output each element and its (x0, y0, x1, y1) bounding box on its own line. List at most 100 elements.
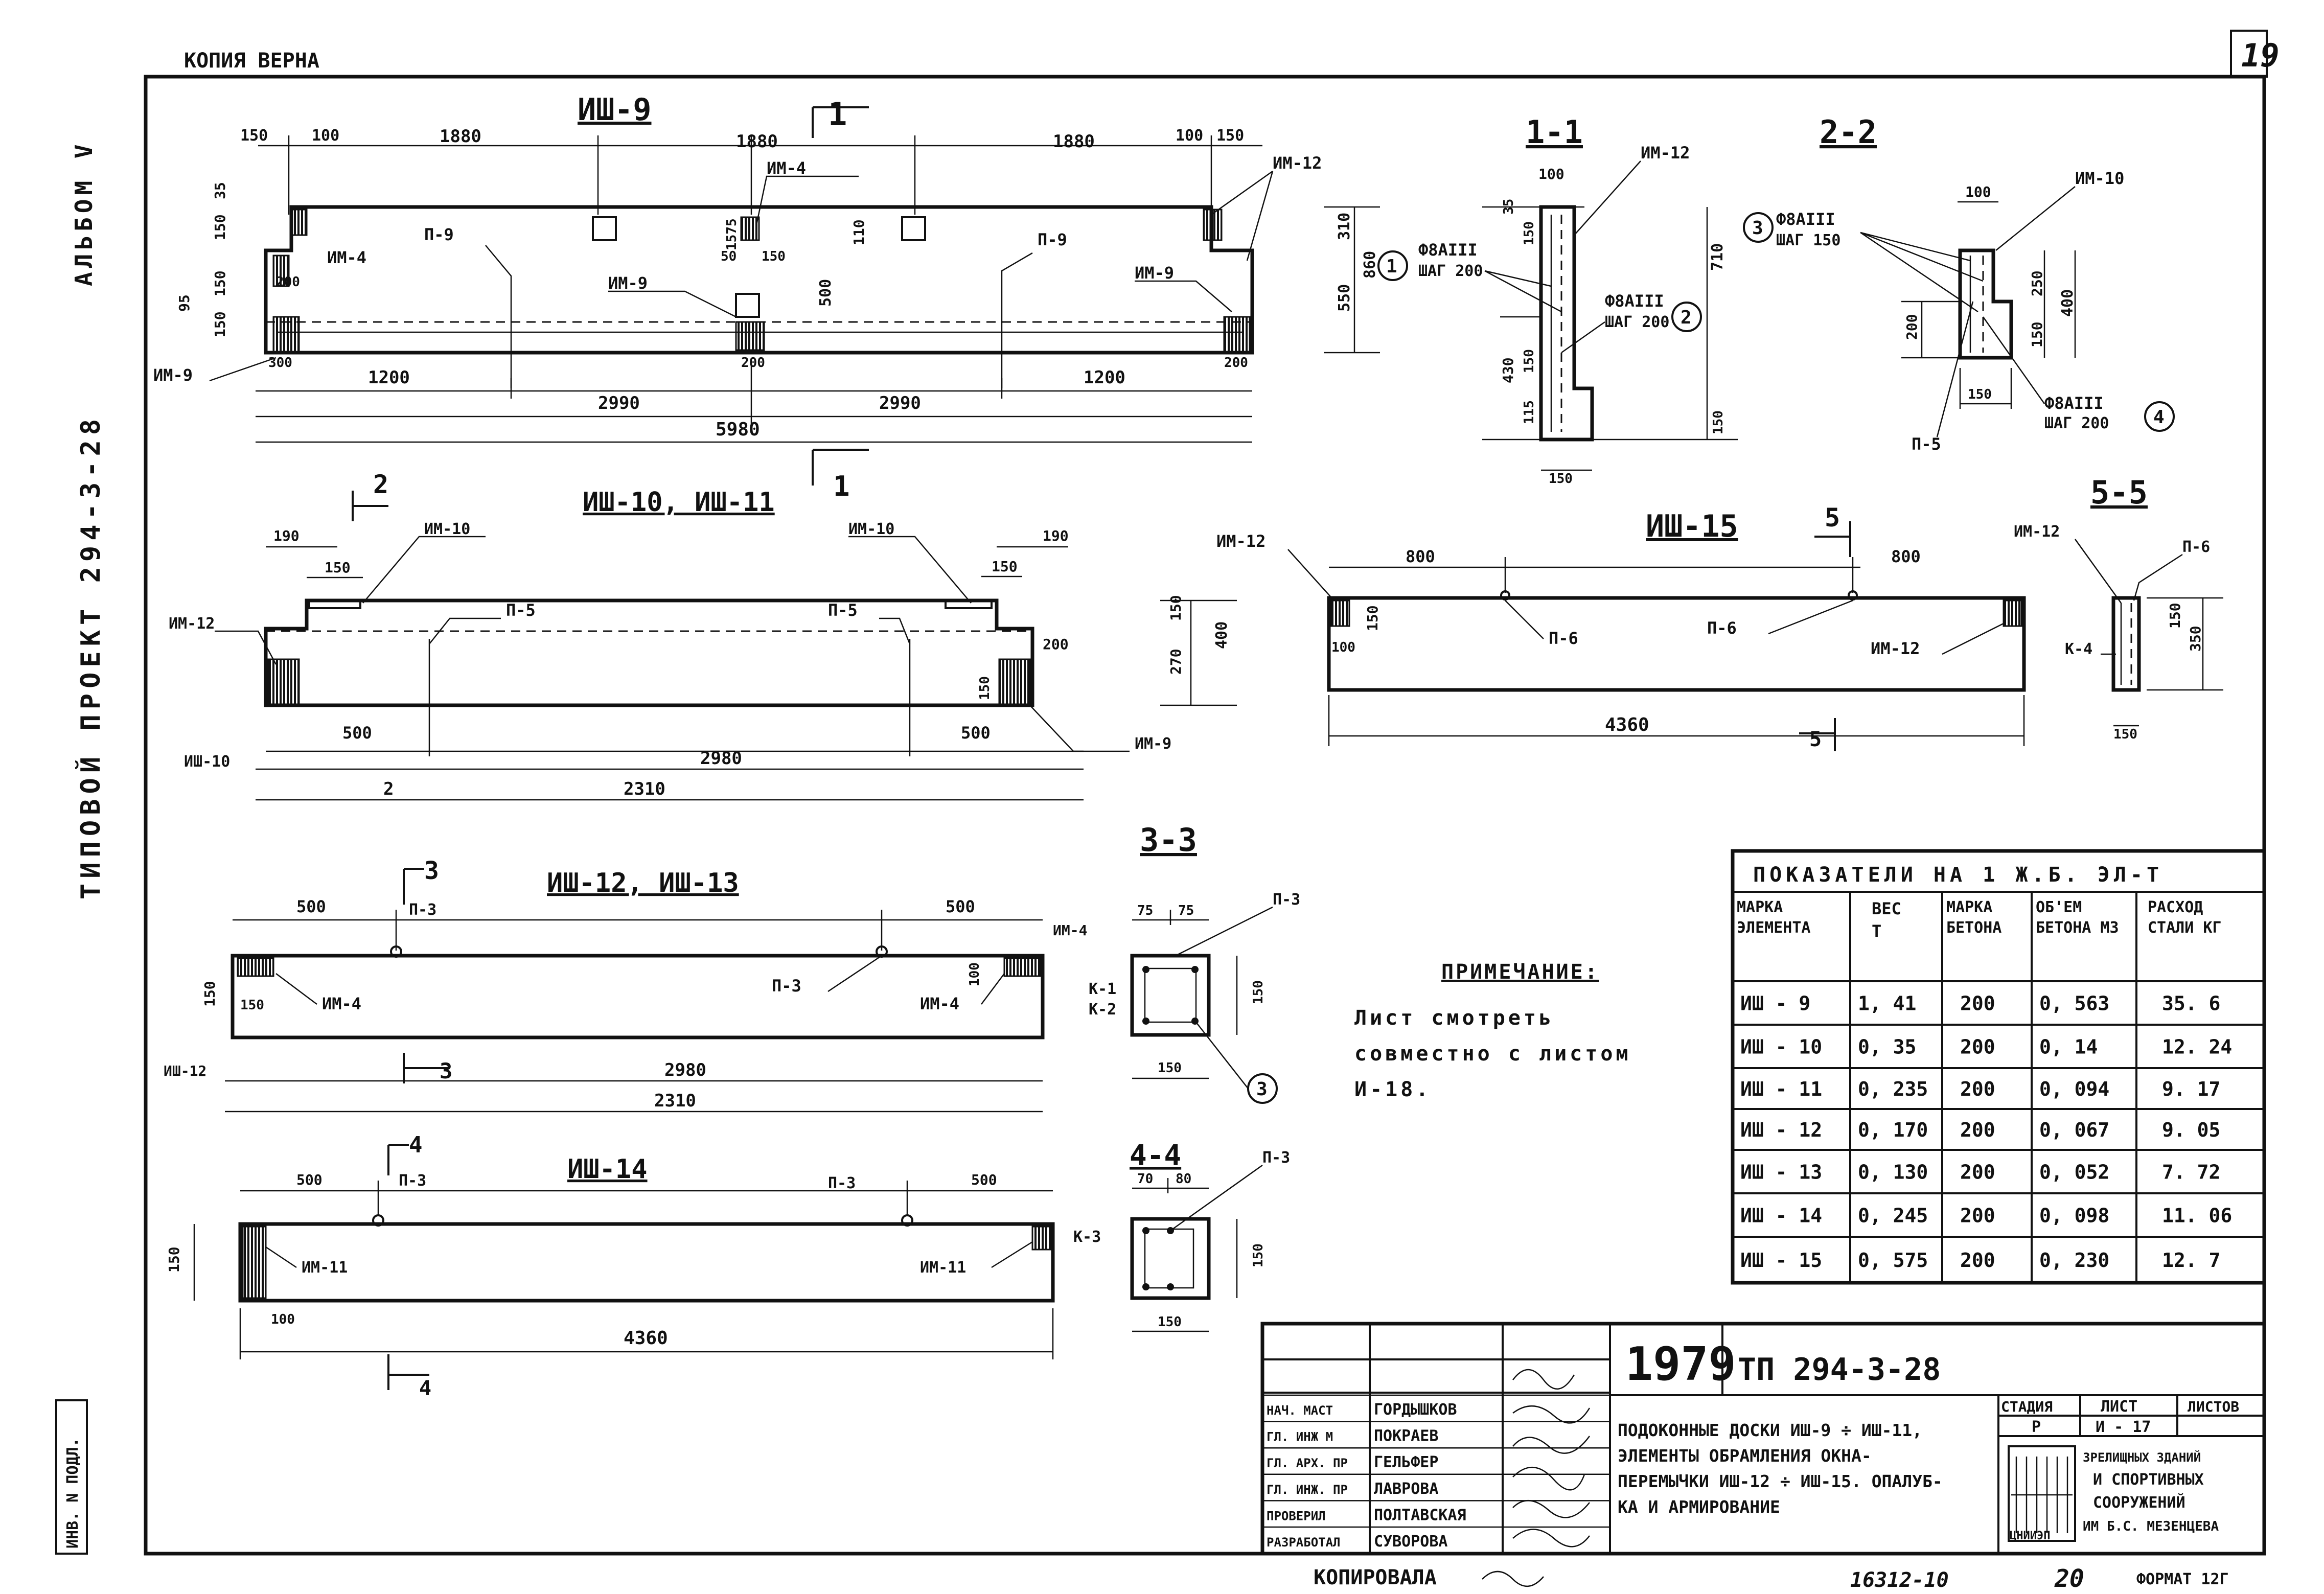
table-cell-grade: 200 (1960, 1078, 1995, 1100)
people-name: ПОЛТАВСКАЯ (1374, 1506, 1466, 1524)
im1011-dim-2310: 2310 (624, 779, 665, 799)
sec22-dim-250: 250 (2029, 270, 2045, 296)
table-cell-mark: ИШ - 10 (1740, 1036, 1822, 1058)
title-sheet-value: И - 17 (2096, 1418, 2151, 1436)
people-role: ГЛ. ИНЖ. ПР (1267, 1483, 1348, 1497)
sec22-label-rebar-a: Ф8АIII (1776, 210, 1835, 229)
im1011-dim-500-l: 500 (342, 723, 372, 743)
inv-box (55, 1399, 88, 1555)
sec22-label-p5: П-5 (1912, 434, 1941, 454)
sec11-dim-35: 35 (1501, 199, 1516, 215)
im9-dim-1200-l: 1200 (368, 367, 410, 388)
table-cell-grade: 200 (1960, 1161, 1995, 1184)
title-org-4: ИМ Б.С. МЕЗЕНЦЕВА (2083, 1519, 2219, 1534)
table-title: ПОКАЗАТЕЛИ НА 1 Ж.Б. ЭЛ-Т (1753, 863, 2163, 887)
title-desc-3: ПЕРЕМЫЧКИ ИШ-12 ÷ ИШ-15. ОПАЛУБ- (1618, 1471, 1943, 1491)
im14-dim-4360: 4360 (624, 1328, 668, 1349)
table-cell-steel: 9. 17 (2162, 1078, 2220, 1100)
im15-dim-150: 150 (1364, 605, 1381, 631)
im15-label-im12-l: ИМ-12 (1216, 532, 1265, 551)
indicators-table: ПОКАЗАТЕЛИ НА 1 Ж.Б. ЭЛ-Т МАРКА ЭЛЕМЕНТА… (1731, 849, 2266, 1285)
table-cell-volume: 0, 14 (2039, 1036, 2098, 1058)
im9-label-im4-b: ИМ-4 (327, 248, 366, 267)
im9-dim-1880-c: 1880 (1053, 131, 1095, 152)
sec11-dim-430: 430 (1500, 357, 1516, 383)
im14-label-p3-b: П-3 (828, 1174, 856, 1192)
view-section-22: 2-2 100 250 400 150 200 150 ИМ-10 3 Ф8АI… (1743, 113, 2175, 454)
sec11-callout-2: 2 (1681, 307, 1692, 328)
table-cell-weight: 0, 170 (1858, 1119, 1928, 1141)
note-block: ПРИМЕЧАНИЕ: Лист смотреть совместно с ли… (1354, 960, 1631, 1101)
sheet-number: 19 (2241, 37, 2280, 74)
im9-dim-150-b: 150 (212, 270, 228, 296)
sec44-dim-150-h: 150 (1158, 1314, 1182, 1330)
sheet-number-box (2230, 30, 2268, 78)
title-sheet-label: ЛИСТ (2101, 1398, 2137, 1416)
footer-copied: КОПИРОВАЛА (1314, 1566, 1437, 1589)
table-cell-grade: 200 (1960, 1119, 1995, 1141)
table-cell-steel: 35. 6 (2162, 992, 2220, 1015)
people-role: ПРОВЕРИЛ (1267, 1509, 1326, 1523)
people-name: СУВОРОВА (1374, 1533, 1448, 1551)
sec11-dim-150-d: 150 (1549, 471, 1573, 487)
view-im9: ИШ-9 1 150 100 1880 1880 1880 100 150 (153, 92, 1322, 502)
sec22-label-step-a: ШАГ 150 (1776, 232, 1840, 249)
im1011-label-im10-r: ИМ-10 (848, 520, 894, 538)
table-cell-weight: 1, 41 (1858, 992, 1916, 1015)
sec33-dim-150-h: 150 (1158, 1060, 1182, 1076)
sec11-dim-150-a: 150 (1522, 221, 1537, 245)
title-desc-2: ЭЛЕМЕНТЫ ОБРАМЛЕНИЯ ОКНА- (1618, 1446, 1872, 1466)
sec22-dim-200: 200 (1903, 314, 1920, 340)
table-header-concrete-volume: ОБ'ЕМ БЕТОНА М3 (2036, 898, 2119, 937)
sec11-label-rebar-a: Ф8АIII (1418, 240, 1478, 260)
im1011-title: ИШ-10, ИШ-11 (583, 487, 775, 518)
im14-dim-500-r: 500 (971, 1171, 997, 1188)
im1213-label-im4-a: ИМ-4 (322, 994, 361, 1013)
im9-dim-200-a: 200 (741, 355, 765, 371)
note-line-2: совместно с листом (1354, 1042, 1631, 1066)
sec22-callout-3: 3 (1752, 218, 1763, 239)
sec33-title: 3-3 (1140, 821, 1197, 859)
im9-dim-150-l: 150 (240, 127, 268, 145)
table-cell-grade: 200 (1960, 1036, 1995, 1058)
im9-dim-200-b: 200 (1224, 355, 1248, 371)
im1011-label-im12: ИМ-12 (169, 615, 215, 633)
im1011-dim-200: 200 (1043, 636, 1069, 653)
sec22-label-rebar-b: Ф8АIII (2044, 394, 2104, 413)
album-label: АЛЬБОМ V (70, 140, 98, 286)
table-cell-grade: 200 (1960, 1205, 1995, 1227)
table-cell-mark: ИШ - 13 (1740, 1161, 1822, 1184)
sec55-label-im12: ИМ-12 (2014, 523, 2060, 541)
table-cell-volume: 0, 094 (2039, 1078, 2109, 1100)
im9-cut-mark-bottom: 1 (833, 470, 850, 502)
people-role: ГЛ. ИНЖ М (1267, 1430, 1333, 1444)
sec55-label-p6: П-6 (2182, 538, 2210, 556)
im1213-label-im12: ИШ-12 (164, 1062, 206, 1079)
im9-label-p9-a: П-9 (424, 225, 454, 244)
im1213-label-im4-b: ИМ-4 (920, 994, 959, 1013)
sec44-dim-150-v: 150 (1251, 1243, 1266, 1267)
im9-dim-300: 300 (268, 355, 292, 371)
people-role: НАЧ. МАСТ (1267, 1403, 1333, 1418)
im9-dim-2990-r: 2990 (879, 393, 921, 413)
table-cell-mark: ИШ - 9 (1740, 992, 1810, 1015)
sec33-label-k2: К-2 (1089, 1001, 1116, 1019)
table-header-mark: МАРКА ЭЛЕМЕНТА (1737, 898, 1811, 937)
inv-label: ИНВ. N ПОДЛ. (64, 1438, 82, 1549)
title-code: ТП 294-3-28 (1738, 1352, 1941, 1388)
im9-dim-1575: 1575 (724, 218, 740, 250)
sec11-label-rebar-b: Ф8АIII (1605, 291, 1664, 311)
im9-dim-95: 95 (176, 294, 193, 312)
sec11-dim-310: 310 (1336, 213, 1353, 240)
sec11-dim-150-b: 150 (1522, 349, 1537, 373)
sec44-label-p3: П-3 (1262, 1149, 1290, 1167)
im15-label-im12-r: ИМ-12 (1871, 639, 1920, 658)
im1011-label-p5-l: П-5 (506, 600, 536, 620)
title-desc-4: КА И АРМИРОВАНИЕ (1618, 1497, 1780, 1517)
table-cell-mark: ИШ - 11 (1740, 1078, 1822, 1100)
sec55-label-k4: К-4 (2065, 640, 2092, 658)
im9-label-im9-a: ИМ-9 (153, 365, 193, 385)
title-org-1: ЗРЕЛИЩНЫХ ЗДАНИЙ (2083, 1450, 2201, 1465)
